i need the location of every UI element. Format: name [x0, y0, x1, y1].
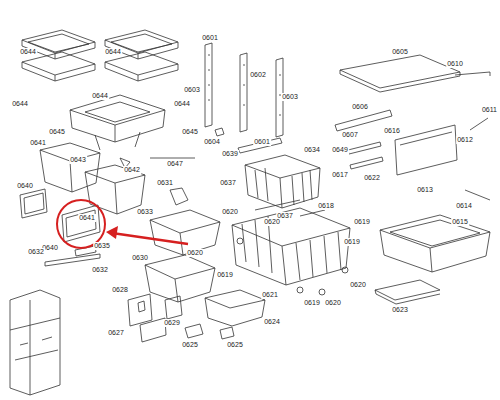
callout-number: 0635	[93, 242, 111, 250]
callout-number: 0623	[391, 306, 409, 314]
callout-number: 0603	[281, 93, 299, 101]
callout-number: 0620	[221, 208, 239, 216]
callout-number: 0620	[324, 299, 342, 307]
callout-number: 0637	[219, 179, 237, 187]
callout-number: 0644	[173, 100, 191, 108]
callout-number: 0619	[353, 218, 371, 226]
callout-number: 0620	[186, 249, 204, 257]
callout-number: 0630	[131, 254, 149, 262]
callout-number: 0644	[11, 100, 29, 108]
callout-number: 0615	[451, 218, 469, 226]
callout-number: 0607	[341, 131, 359, 139]
callout-number: 0649	[331, 146, 349, 154]
callout-number: 0619	[343, 238, 361, 246]
callout-number: 0641	[29, 139, 47, 147]
callout-number: 0616	[383, 127, 401, 135]
callout-number: 0610	[446, 60, 464, 68]
callout-number: 0641	[78, 214, 96, 222]
callout-number: 0601	[253, 138, 271, 146]
callout-number: 0602	[249, 71, 267, 79]
callout-number: 0644	[19, 48, 37, 56]
callout-number: 0614	[455, 202, 473, 210]
callout-number: 0645	[181, 128, 199, 136]
callout-number: 0601	[201, 34, 219, 42]
callout-number: 0644	[91, 92, 109, 100]
callout-number: 0611	[481, 106, 498, 114]
callout-number: 0620	[263, 218, 281, 226]
callout-number: 0619	[303, 299, 321, 307]
callout-number: 0643	[69, 156, 87, 164]
callout-number: 0619	[216, 271, 234, 279]
callout-number: 0604	[203, 138, 221, 146]
callout-number: 0634	[303, 146, 321, 154]
callout-number: 0606	[351, 103, 369, 111]
callout-number: 0632	[27, 248, 45, 256]
callout-number: 0613	[416, 186, 434, 194]
callout-number: 0647	[166, 160, 184, 168]
callout-number: 0617	[331, 171, 349, 179]
callout-number: 0644	[104, 48, 122, 56]
callout-number: 0605	[391, 48, 409, 56]
callout-number: 0627	[107, 329, 125, 337]
callout-number: 0631	[156, 179, 174, 187]
callout-number: 0624	[263, 318, 281, 326]
callout-number: 0622	[363, 174, 381, 182]
callout-number: 0625	[181, 341, 199, 349]
callout-number: 0620	[349, 281, 367, 289]
callout-number: 0628	[111, 286, 129, 294]
callout-number: 0632	[91, 266, 109, 274]
callout-number: 0629	[163, 319, 181, 327]
callout-number: 0639	[221, 150, 239, 158]
callout-number: 0645	[48, 128, 66, 136]
callout-number: 0612	[456, 136, 474, 144]
callout-number: 0633	[136, 208, 154, 216]
callout-number: 0621	[261, 291, 279, 299]
callout-number: 0640	[16, 182, 34, 190]
callout-number: 0618	[317, 202, 335, 210]
callout-number: 0603	[183, 86, 201, 94]
callout-number: 0642	[123, 166, 141, 174]
callout-number: 0625	[226, 341, 244, 349]
